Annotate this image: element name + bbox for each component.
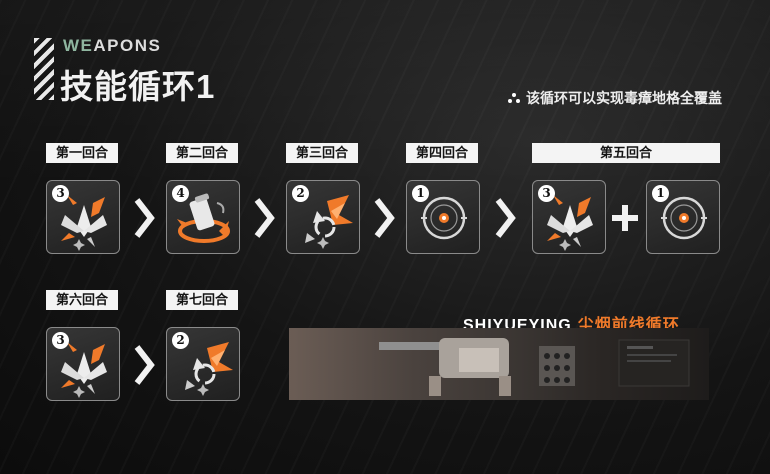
chevron-right-icon bbox=[131, 343, 157, 387]
plus-icon bbox=[612, 205, 638, 231]
skill-card-round-6[interactable]: 3 bbox=[46, 327, 120, 401]
skill-count-badge: 3 bbox=[52, 185, 69, 202]
skill-card-round-5b[interactable]: 1 bbox=[646, 180, 720, 254]
chevron-right-icon bbox=[251, 196, 277, 240]
banner-image[interactable] bbox=[289, 328, 709, 400]
page-title: 技能循环1 bbox=[60, 68, 216, 105]
chevron-right-icon bbox=[492, 196, 518, 240]
mech-illustration bbox=[379, 338, 690, 396]
skill-count-badge: 2 bbox=[292, 185, 309, 202]
skill-card-round-4[interactable]: 1 bbox=[406, 180, 480, 254]
skill-count-badge: 3 bbox=[52, 332, 69, 349]
skill-card-round-3[interactable]: 2 bbox=[286, 180, 360, 254]
round-label-6: 第六回合 bbox=[46, 290, 118, 310]
skill-card-round-2[interactable]: 4 bbox=[166, 180, 240, 254]
chevron-right-icon bbox=[371, 196, 397, 240]
round-label-3: 第三回合 bbox=[286, 143, 358, 163]
chevron-right-icon bbox=[131, 196, 157, 240]
hatch-decoration bbox=[34, 38, 54, 100]
skill-card-round-1[interactable]: 3 bbox=[46, 180, 120, 254]
cycle-note-text: 该循环可以实现毒瘴地格全覆盖 bbox=[526, 90, 722, 106]
round-label-7: 第七回合 bbox=[166, 290, 238, 310]
skill-count-badge: 4 bbox=[172, 185, 189, 202]
round-label-2: 第二回合 bbox=[166, 143, 238, 163]
skill-count-badge: 2 bbox=[172, 332, 189, 349]
brand-label: WEAPONS bbox=[63, 36, 162, 55]
skill-card-round-5a[interactable]: 3 bbox=[532, 180, 606, 254]
dots-icon bbox=[508, 93, 520, 103]
round-label-4: 第四回合 bbox=[406, 143, 478, 163]
skill-card-round-7[interactable]: 2 bbox=[166, 327, 240, 401]
cycle-note: 该循环可以实现毒瘴地格全覆盖 bbox=[508, 88, 722, 108]
round-label-1: 第一回合 bbox=[46, 143, 118, 163]
skill-count-badge: 1 bbox=[652, 185, 669, 202]
skill-count-badge: 1 bbox=[412, 185, 429, 202]
skill-count-badge: 3 bbox=[538, 185, 555, 202]
round-label-5: 第五回合 bbox=[532, 143, 720, 163]
